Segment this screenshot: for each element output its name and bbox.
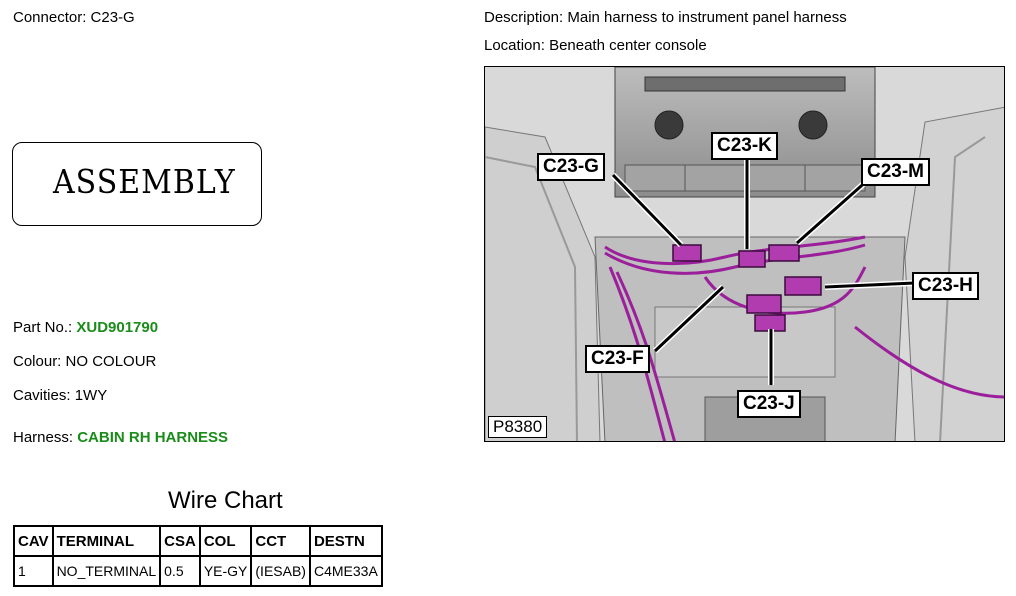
assembly-image: ASSEMBLY <box>12 142 262 226</box>
callout-c23-m: C23-M <box>861 158 931 186</box>
cell-csa: 0.5 <box>159 555 201 587</box>
cell-cct: (IESAB) <box>250 555 311 587</box>
callout-c23-j: C23-J <box>737 390 801 418</box>
callout-c23-k: C23-K <box>711 132 778 160</box>
col-header-cav: CAV <box>13 525 54 557</box>
harness-value[interactable]: CABIN RH HARNESS <box>77 429 229 446</box>
part-no-line: Part No.: XUD901790 <box>13 319 158 336</box>
part-no-label: Part No.: <box>13 319 73 336</box>
assembly-text: ASSEMBLY <box>53 163 236 202</box>
console-drawing <box>485 67 1004 441</box>
harness-label: Harness: <box>13 429 74 446</box>
callout-c23-h: C23-H <box>912 272 979 300</box>
col-header-terminal: TERMINAL <box>51 525 162 557</box>
cell-col: YE-GY <box>198 555 253 587</box>
part-no-value[interactable]: XUD901790 <box>76 319 159 336</box>
connector-value: C23-G <box>90 9 135 26</box>
wire-chart-table: CAV TERMINAL CSA COL CCT DESTN 1 NO_TERM… <box>13 525 383 587</box>
cavities-label: Cavities: <box>13 387 71 404</box>
colour-line: Colour: NO COLOUR <box>13 353 156 370</box>
image-ref-label: P8380 <box>488 416 548 438</box>
location-line: Location: Beneath center console <box>484 37 707 54</box>
harness-line: Harness: CABIN RH HARNESS <box>13 429 228 446</box>
colour-label: Colour: <box>13 353 62 370</box>
col-header-cct: CCT <box>250 525 311 557</box>
description-label: Description: <box>484 9 564 26</box>
connector-line: Connector: C23-G <box>13 9 135 26</box>
location-value: Beneath center console <box>549 37 707 54</box>
connector-label: Connector: <box>13 9 87 26</box>
description-value: Main harness to instrument panel harness <box>567 9 847 26</box>
col-header-destn: DESTN <box>308 525 383 557</box>
cell-terminal: NO_TERMINAL <box>51 555 162 587</box>
wire-chart-title: Wire Chart <box>168 487 283 514</box>
cell-destn[interactable]: C4ME33A <box>308 555 383 587</box>
location-illustration: C23-G C23-K C23-M C23-H C23-F C23-J P838… <box>484 66 1005 442</box>
wire-chart-header-row: CAV TERMINAL CSA COL CCT DESTN <box>13 525 383 557</box>
cavities-line: Cavities: 1WY <box>13 387 107 404</box>
location-label: Location: <box>484 37 545 54</box>
description-line: Description: Main harness to instrument … <box>484 9 847 26</box>
col-header-col: COL <box>198 525 253 557</box>
callout-c23-f: C23-F <box>585 345 650 373</box>
table-row: 1 NO_TERMINAL 0.5 YE-GY (IESAB) C4ME33A <box>13 555 383 587</box>
cell-cav: 1 <box>13 555 54 587</box>
colour-value: NO COLOUR <box>65 353 157 370</box>
cavities-value: 1WY <box>74 387 108 404</box>
col-header-csa: CSA <box>159 525 201 557</box>
callout-c23-g: C23-G <box>537 153 605 181</box>
